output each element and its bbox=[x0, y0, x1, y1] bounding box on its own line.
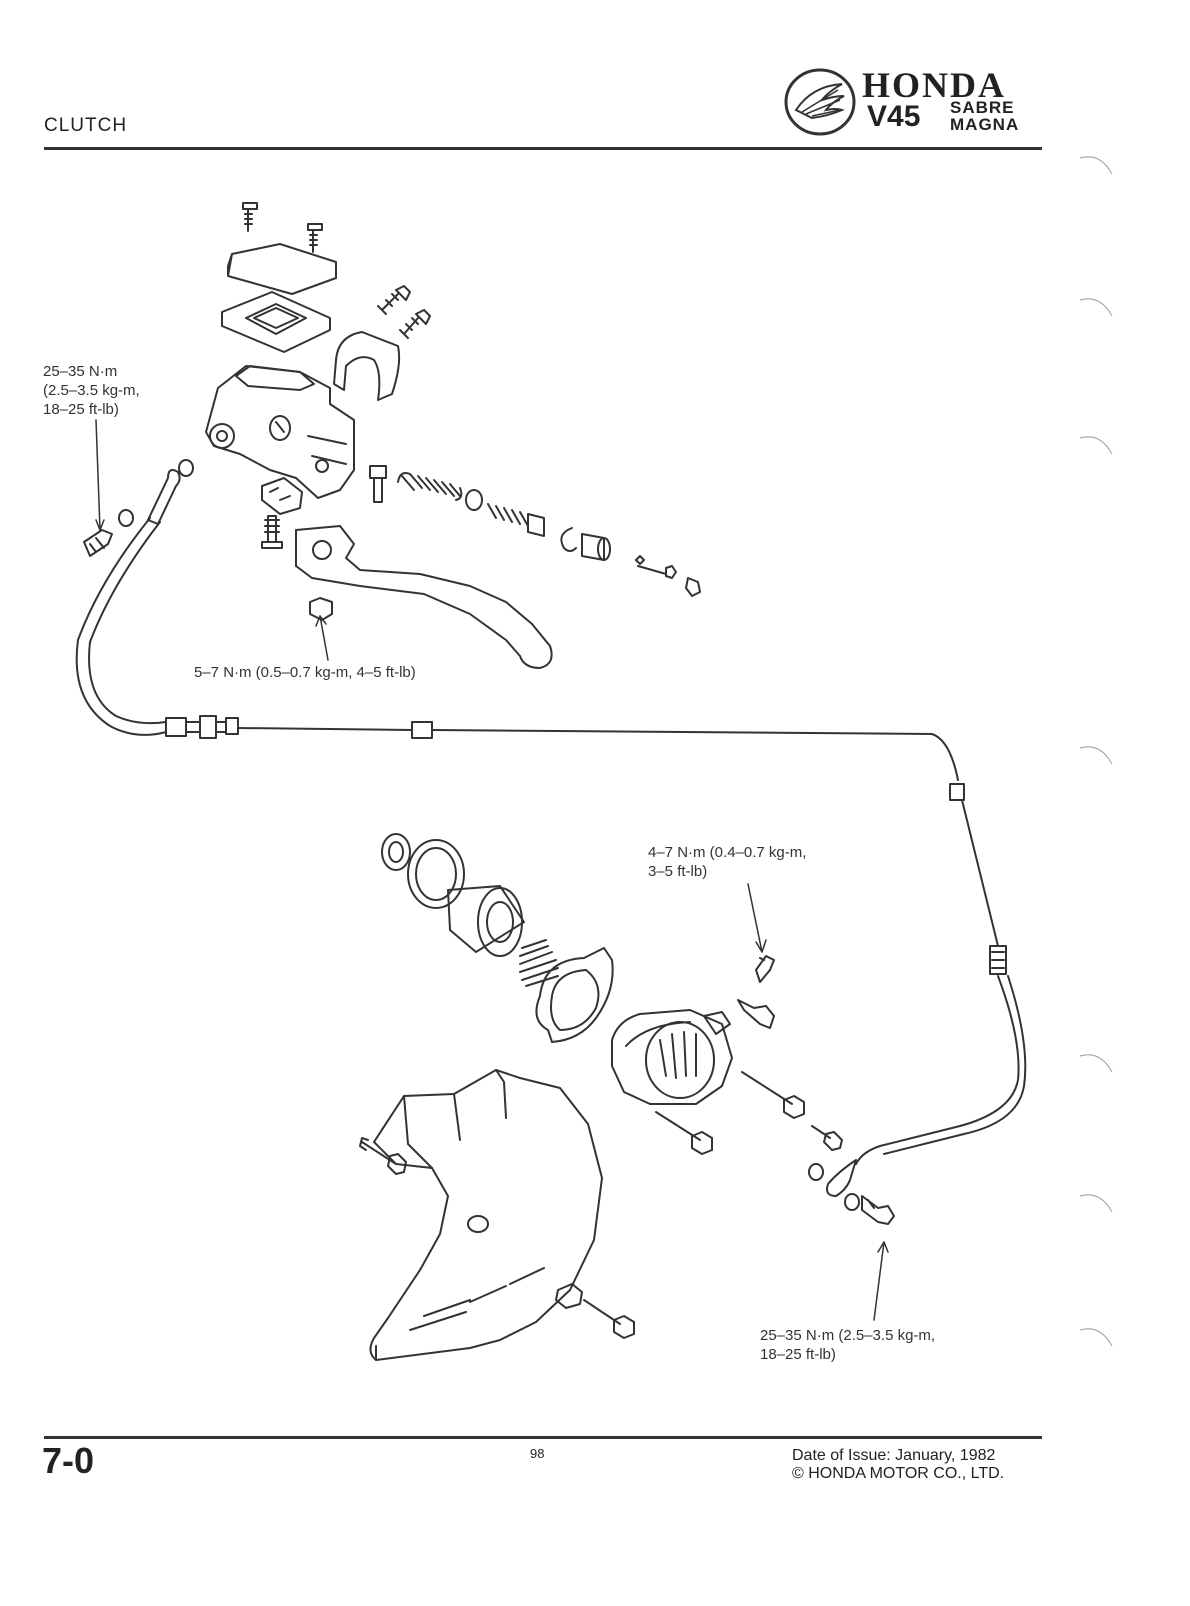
torque-label-bleed-valve: 4–7 N·m (0.4–0.7 kg-m, 3–5 ft-lb) bbox=[648, 844, 807, 880]
slave-spring bbox=[519, 939, 559, 987]
bleed-valve-cap bbox=[737, 999, 775, 1029]
holder-bolt bbox=[377, 285, 411, 315]
reservoir-cap-screw bbox=[307, 223, 323, 253]
callout-leaders bbox=[95, 419, 889, 1321]
piston-seal bbox=[381, 833, 411, 871]
master-cylinder-body bbox=[205, 365, 355, 499]
reservoir-cap-screw bbox=[242, 202, 258, 232]
hose-eye-fitting bbox=[147, 469, 181, 525]
torque-label-upper-oil-bolt: 25–35 N·m (2.5–3.5 kg-m, 18–25 ft-lb) bbox=[43, 363, 140, 418]
page-number: 98 bbox=[530, 1446, 545, 1461]
hose-flare-nut bbox=[989, 945, 1007, 975]
header-rule bbox=[44, 147, 1042, 150]
sealing-washer bbox=[808, 1163, 824, 1181]
sealing-washer bbox=[118, 509, 134, 527]
brand-name: HONDA bbox=[862, 65, 1006, 105]
bleed-valve bbox=[755, 955, 775, 983]
section-title: CLUTCH bbox=[44, 115, 128, 136]
cover-collar bbox=[555, 1283, 583, 1309]
slave-cylinder-bolt bbox=[741, 1071, 805, 1119]
torque-label-lower-oil-bolt: 25–35 N·m (2.5–3.5 kg-m, 18–25 ft-lb) bbox=[760, 1327, 936, 1363]
clutch-switch bbox=[261, 477, 303, 515]
hose-eye-fitting bbox=[826, 1159, 857, 1197]
push-rod-boot bbox=[581, 533, 611, 561]
issue-date: Date of Issue: January, 1982 bbox=[792, 1447, 996, 1464]
clutch-lever bbox=[295, 525, 553, 669]
brand-variant-sabre: SABRE bbox=[950, 98, 1015, 117]
cover-bolt bbox=[359, 1137, 407, 1175]
push-rod bbox=[635, 555, 701, 597]
slave-cylinder-bolt bbox=[655, 1111, 713, 1155]
reservoir-cap bbox=[227, 243, 337, 295]
oil-bolt bbox=[83, 529, 113, 557]
footer-rule bbox=[44, 1436, 1042, 1439]
slave-cylinder-body bbox=[611, 1009, 733, 1105]
pipe-joint bbox=[411, 721, 433, 739]
piston-assembly bbox=[487, 503, 545, 537]
section-number: 7-0 bbox=[42, 1440, 95, 1481]
sealing-washer bbox=[178, 459, 194, 477]
spring-seat bbox=[465, 489, 483, 511]
clutch-hose-upper bbox=[75, 517, 167, 736]
cover-bolt bbox=[583, 1299, 635, 1339]
pipe-flare-nut bbox=[949, 783, 965, 801]
piston-spring bbox=[397, 472, 463, 501]
slave-piston bbox=[447, 885, 525, 957]
switch-screw bbox=[261, 515, 283, 549]
dowel-pin bbox=[811, 1125, 843, 1151]
snap-ring bbox=[560, 527, 577, 552]
torque-label-lever-nut: 5–7 N·m (0.5–0.7 kg-m, 4–5 ft-lb) bbox=[194, 664, 416, 681]
lever-pivot-bolt bbox=[369, 465, 387, 503]
brand-model: V45 bbox=[867, 100, 921, 133]
master-cylinder-holder bbox=[333, 331, 401, 401]
holder-bolt bbox=[399, 309, 431, 339]
edge-marks bbox=[1079, 156, 1113, 1347]
clutch-hose-lower bbox=[855, 975, 1020, 1165]
lever-pivot-nut bbox=[309, 597, 333, 621]
brand-variant-magna: MAGNA bbox=[950, 115, 1020, 134]
drive-sprocket-cover bbox=[369, 1069, 603, 1361]
clutch-pipe bbox=[237, 727, 959, 781]
copyright: © HONDA MOTOR CO., LTD. bbox=[792, 1465, 1005, 1482]
slave-gasket bbox=[535, 947, 614, 1043]
sealing-washer bbox=[844, 1193, 860, 1211]
honda-wing-logo bbox=[782, 66, 858, 138]
hose-coupling bbox=[165, 715, 239, 739]
oil-bolt bbox=[861, 1195, 895, 1225]
oil-seal bbox=[407, 839, 465, 909]
reservoir-diaphragm bbox=[221, 291, 331, 353]
